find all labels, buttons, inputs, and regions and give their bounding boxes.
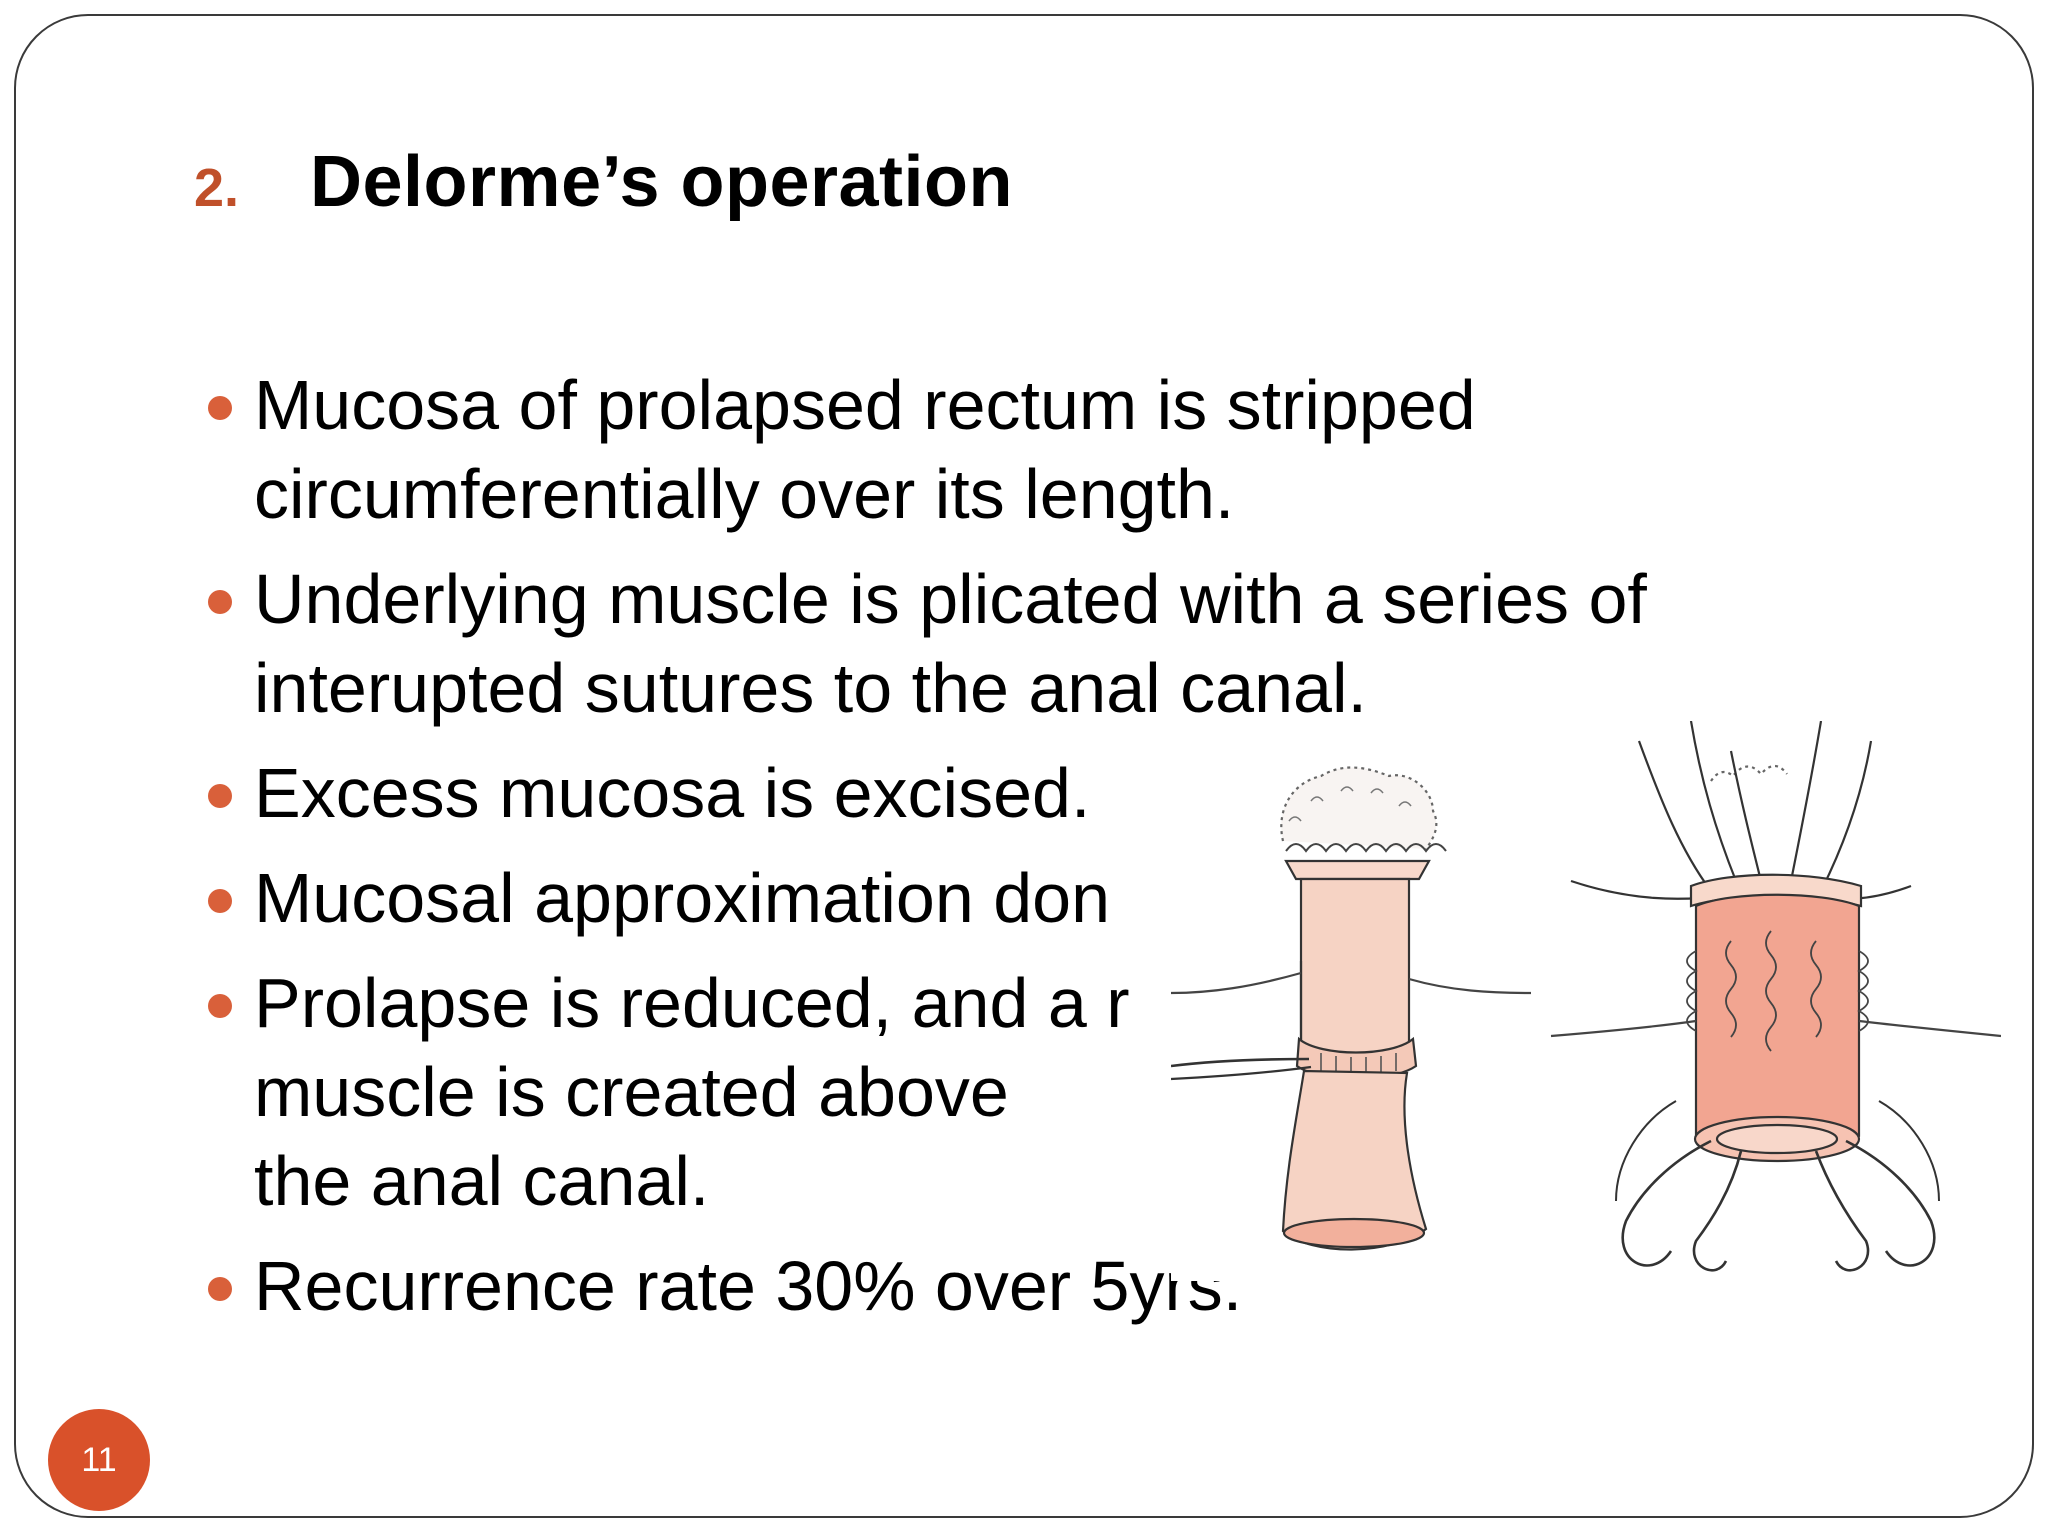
- slide-title-row: 2. Delorme’s operation: [194, 141, 1013, 223]
- bullet-item: Recurrence rate 30% over 5yrs.: [194, 1242, 1794, 1331]
- bullet-line: Mucosal approximation don: [254, 859, 1111, 937]
- bullet-item: Underlying muscle is plicated with a ser…: [194, 555, 1794, 733]
- bullet-dot-icon: [208, 994, 232, 1018]
- left-figure-stripped-rectum: [1170, 766, 1532, 1251]
- bullet-line: muscle is created above: [254, 1053, 1009, 1131]
- bullet-list: Mucosa of prolapsed rectum is stripped c…: [194, 361, 1794, 1347]
- bullet-item: Excess mucosa is excised.: [194, 749, 1794, 838]
- slide-title: Delorme’s operation: [310, 142, 1013, 222]
- title-number: 2.: [194, 158, 240, 218]
- bullet-dot-icon: [208, 784, 232, 808]
- bullet-item: Mucosa of prolapsed rectum is stripped c…: [194, 361, 1794, 539]
- slide-frame: 2. Delorme’s operation Mucosa of prolaps…: [14, 14, 2034, 1518]
- page-number-badge: 11: [48, 1409, 150, 1511]
- bullet-line: Recurrence rate 30% over 5yrs.: [254, 1247, 1243, 1325]
- bullet-dot-icon: [208, 1277, 232, 1301]
- bullet-item: Mucosal approximation don: [194, 854, 1794, 943]
- bullet-line: interupted sutures to the anal canal.: [254, 649, 1367, 727]
- bullet-line: Prolapse is reduced, and a r: [254, 964, 1130, 1042]
- bullet-line: Excess mucosa is excised.: [254, 754, 1091, 832]
- delorme-procedure-svg: [1170, 720, 2002, 1272]
- right-figure-plicated-muscle: [1550, 720, 2002, 1272]
- bullet-line: Underlying muscle is plicated with a ser…: [254, 560, 1647, 638]
- bullet-dot-icon: [208, 590, 232, 614]
- bullet-item: Prolapse is reduced, and a r muscle is c…: [194, 959, 1794, 1226]
- bullet-line: the anal canal.: [254, 1142, 710, 1220]
- bullet-dot-icon: [208, 889, 232, 913]
- bullet-dot-icon: [208, 396, 232, 420]
- bullet-line: Mucosa of prolapsed rectum is stripped: [254, 366, 1476, 444]
- delorme-procedure-illustration: [1170, 720, 2002, 1281]
- bullet-line: circumferentially over its length.: [254, 455, 1235, 533]
